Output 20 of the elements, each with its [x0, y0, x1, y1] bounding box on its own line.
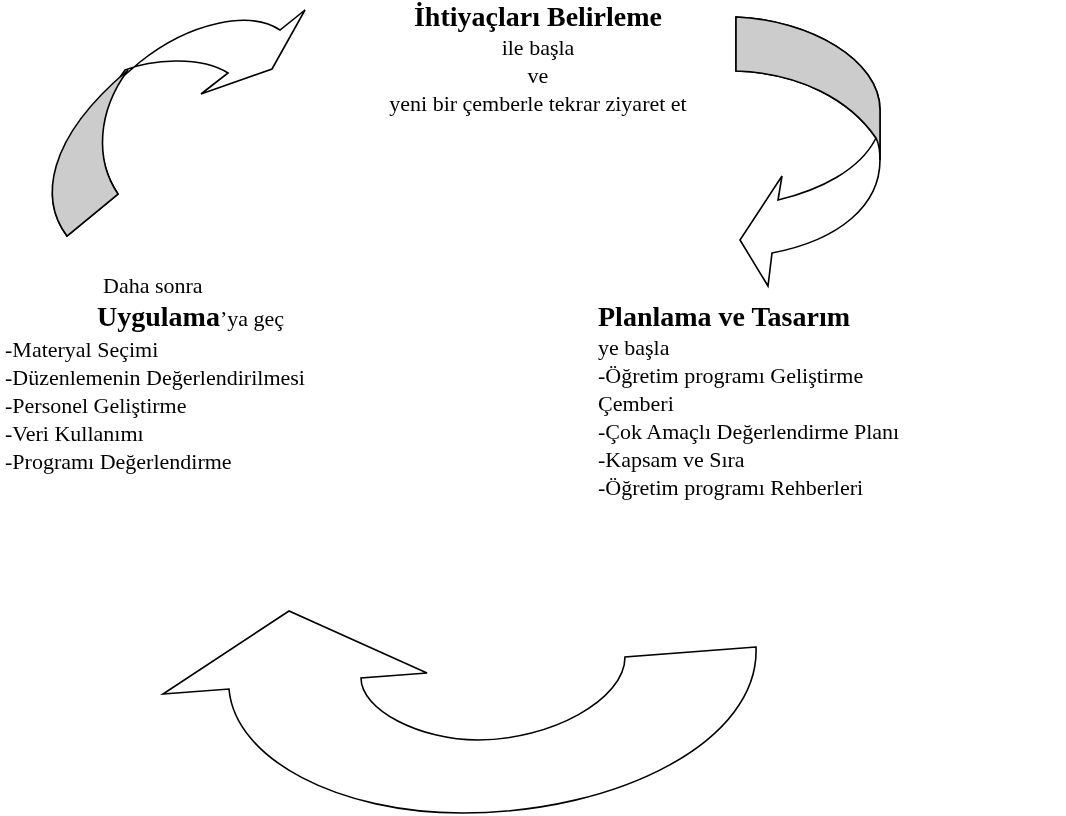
curved-block-arrow: [162, 610, 757, 814]
step-text: -Düzenlemenin Değerlendirilmesi: [5, 364, 305, 392]
curved-block-arrow: [51, 9, 306, 237]
step-text: -Veri Kullanımı: [5, 420, 144, 448]
step-text: -Kapsam ve Sıra: [598, 446, 745, 474]
step-text: yeni bir çemberle tekrar ziyaret et: [389, 90, 687, 118]
curved-block-arrow: [735, 16, 881, 287]
step-text: ye başla: [598, 334, 670, 362]
step-text: Daha sonra: [103, 272, 203, 300]
step-text: -Personel Geliştirme: [5, 392, 187, 420]
step-text: -Programı Değerlendirme: [5, 448, 232, 476]
step-text: ve: [527, 62, 549, 90]
step-text: -Çok Amaçlı Değerlendirme Planı: [598, 418, 900, 446]
step-text: Uygulama’ya geç: [97, 300, 285, 334]
step-text: -Öğretim programı Rehberleri: [598, 474, 864, 502]
step-text: -Materyal Seçimi: [5, 336, 159, 364]
step-heading: Planlama ve Tasarım: [598, 300, 850, 334]
step-text: ile başla: [501, 34, 575, 62]
step-text: -Öğretim programı Geliştirme Çemberi: [598, 362, 865, 418]
step-heading: İhtiyaçları Belirleme: [413, 0, 662, 34]
